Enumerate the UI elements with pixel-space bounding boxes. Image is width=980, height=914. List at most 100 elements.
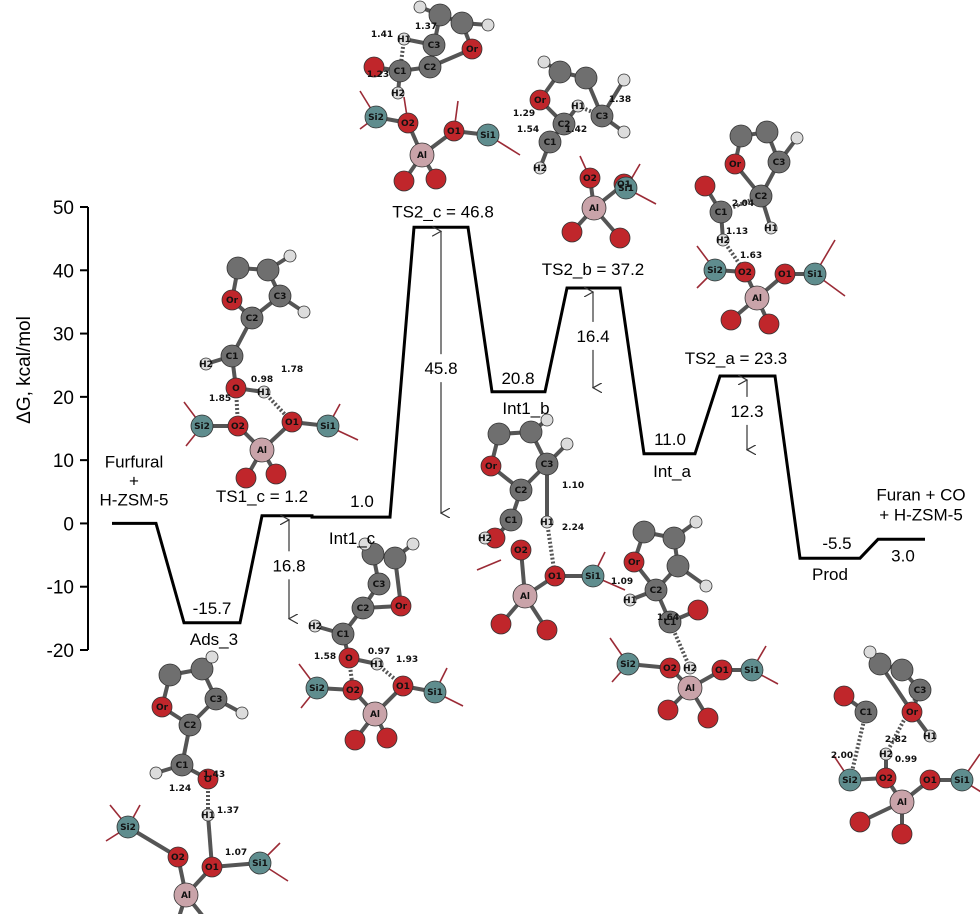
atom-label: C1 xyxy=(176,761,189,771)
barrier-value-label: 16.4 xyxy=(576,327,609,346)
atom-label: Si2 xyxy=(842,776,858,786)
atom xyxy=(711,659,733,681)
atom xyxy=(889,789,915,815)
atom xyxy=(755,120,779,144)
atom xyxy=(490,613,512,635)
atom xyxy=(849,811,871,833)
level-name-label: Ads_3 xyxy=(190,630,238,649)
atom xyxy=(890,658,914,682)
atom-label: O2 xyxy=(663,664,677,674)
atom xyxy=(510,539,532,561)
distance-label: 1.24 xyxy=(169,784,191,794)
atom-label: Al xyxy=(257,446,267,456)
level-name-label: + H-ZSM-5 xyxy=(879,505,963,524)
atom-label: C1 xyxy=(664,618,677,628)
atom-label: Si1 xyxy=(320,422,336,432)
distance-label: 1.54 xyxy=(517,125,539,135)
atom-label: H1 xyxy=(397,35,411,45)
level-value-label: TS2_a = 23.3 xyxy=(685,349,788,368)
level-value-label: -15.7 xyxy=(193,599,232,618)
atom xyxy=(249,437,275,463)
distance-label: 1.07 xyxy=(225,848,247,858)
atom xyxy=(833,685,855,707)
atom xyxy=(699,579,713,593)
atom-label: O1 xyxy=(548,572,562,582)
atom-label: O1 xyxy=(205,863,219,873)
level-name-label: Int1_b xyxy=(502,399,549,418)
distance-label: 1.09 xyxy=(611,577,633,587)
atom xyxy=(697,707,719,729)
level-value-label: 20.8 xyxy=(501,369,534,388)
atom-label: O1 xyxy=(447,127,461,137)
atom xyxy=(540,515,554,529)
atom xyxy=(221,289,243,311)
atom-label: C3 xyxy=(373,580,386,590)
atom-label: C2 xyxy=(424,63,437,73)
level-value-label: 11.0 xyxy=(654,430,686,449)
distance-label: 1.58 xyxy=(314,652,336,662)
atom-label: O1 xyxy=(396,682,410,692)
distance-label: 1.42 xyxy=(565,125,587,135)
atom-label: H2 xyxy=(199,360,213,370)
distance-label: 2.24 xyxy=(562,523,584,533)
y-axis-label: ΔG, kcal/mol xyxy=(14,316,35,424)
atom xyxy=(803,262,827,286)
atom xyxy=(225,377,247,399)
atom-label: Or xyxy=(906,708,919,718)
y-tick-label: 20 xyxy=(53,388,74,409)
atom-label: H2 xyxy=(478,534,492,544)
y-tick-label: 50 xyxy=(53,198,74,219)
atom-label: O xyxy=(345,654,353,664)
atom xyxy=(370,657,384,671)
atom xyxy=(538,130,562,154)
atom xyxy=(351,596,375,620)
atom-label: Si2 xyxy=(309,684,325,694)
atom xyxy=(308,619,322,633)
atom-label: H2 xyxy=(533,164,547,174)
atom xyxy=(552,112,576,136)
atom xyxy=(879,747,893,761)
atom xyxy=(397,32,411,46)
atom-label: Al xyxy=(589,204,599,214)
atom xyxy=(609,227,631,249)
atom xyxy=(863,645,877,659)
atom xyxy=(666,554,690,578)
atom xyxy=(536,619,558,641)
distance-label: 1.38 xyxy=(609,95,631,105)
distance-label: 2.04 xyxy=(732,199,754,209)
atom-label: O1 xyxy=(778,270,792,280)
atom-label: Si2 xyxy=(620,660,636,670)
atom xyxy=(226,256,250,280)
atom-label: Or xyxy=(466,45,479,55)
atom xyxy=(535,452,559,476)
atom-label: C1 xyxy=(544,138,557,148)
atom xyxy=(393,170,415,192)
atom-label: Si2 xyxy=(194,422,210,432)
atom xyxy=(331,622,355,646)
atom-label: Si1 xyxy=(480,131,496,141)
atom xyxy=(694,175,716,197)
atom xyxy=(480,455,502,477)
atom xyxy=(281,411,303,433)
atom-label: C3 xyxy=(210,695,223,705)
atom xyxy=(461,38,483,60)
atom-label: Si1 xyxy=(744,666,760,676)
atom-label: H2 xyxy=(391,89,405,99)
atom-label: Si2 xyxy=(120,823,136,833)
molecule-structures: OrC3C2C1OH1O2O1Si2Si1Al1.431.241.371.07O… xyxy=(105,0,980,914)
atom xyxy=(240,306,264,330)
atom-label: H1 xyxy=(571,102,585,112)
atom xyxy=(487,422,511,446)
atom-label: C1 xyxy=(394,67,407,77)
atom-label: Si1 xyxy=(427,688,443,698)
atom-label: Si1 xyxy=(585,572,601,582)
atom xyxy=(268,284,292,308)
level-name-label: + xyxy=(129,471,139,490)
distance-label: 1.23 xyxy=(367,70,389,80)
atom xyxy=(758,313,780,335)
atom-label: O xyxy=(204,775,212,785)
